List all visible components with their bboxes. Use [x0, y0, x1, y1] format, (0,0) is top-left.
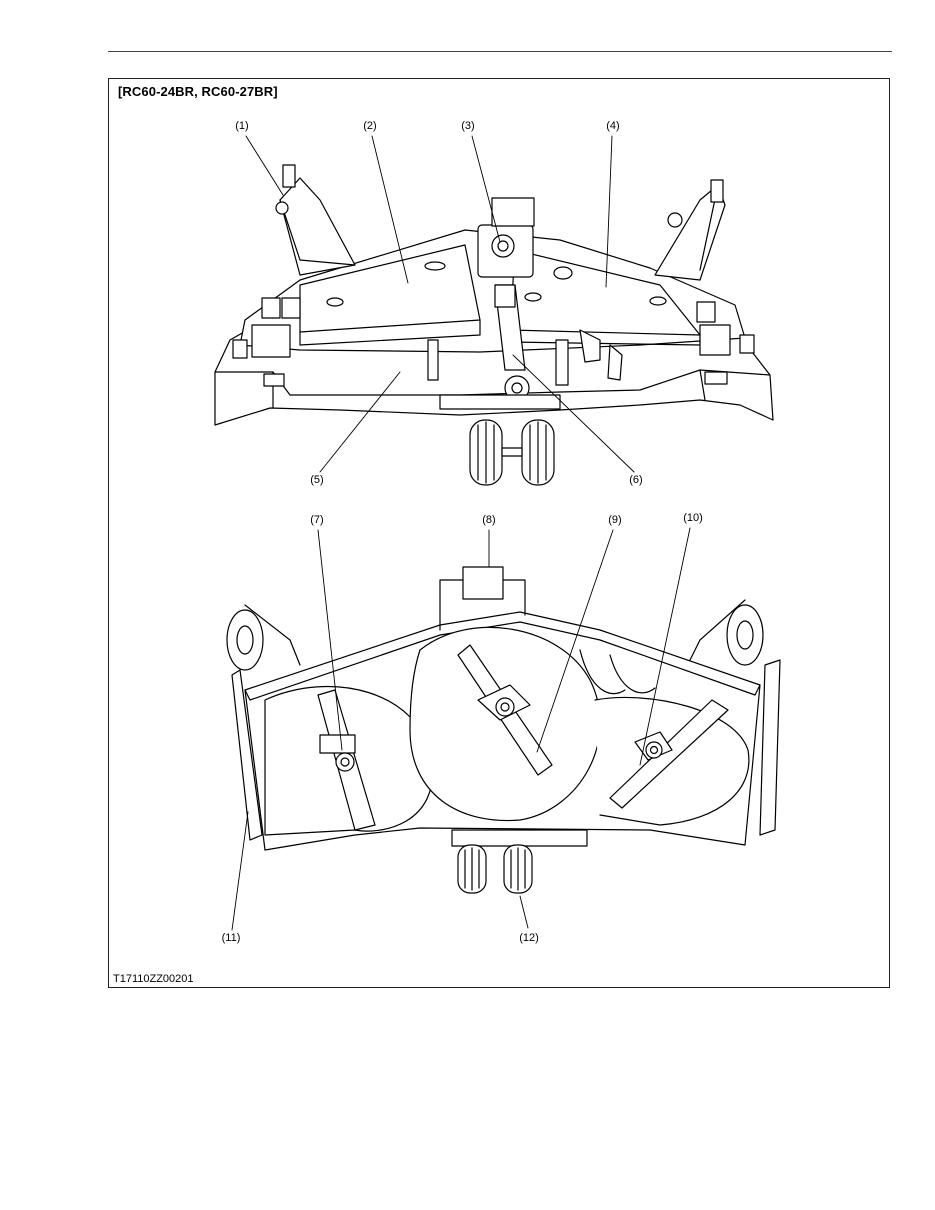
left-lift-arm	[280, 178, 355, 275]
pto-shaft-guard	[463, 567, 503, 599]
leader-lines-top	[246, 136, 634, 472]
callout-label-11: (11)	[221, 932, 241, 944]
callout-label-6: (6)	[629, 474, 643, 486]
right-mower-blade	[610, 700, 728, 808]
callout-label-12: (12)	[519, 932, 539, 944]
callout-label-10: (10)	[683, 512, 703, 524]
mower-deck-bottom-view	[227, 528, 780, 930]
figure-frame	[108, 78, 890, 988]
right-side-wheel	[727, 605, 763, 665]
callout-label-7: (7)	[310, 514, 324, 526]
left-side-wheel	[227, 610, 263, 670]
callout-label-9: (9)	[608, 514, 622, 526]
callout-label-1: (1)	[235, 120, 249, 132]
figure-title: [RC60-24BR, RC60-27BR]	[118, 84, 278, 99]
header-rule	[108, 51, 892, 52]
callout-label-4: (4)	[606, 120, 620, 132]
callout-label-5: (5)	[310, 474, 324, 486]
callout-label-8: (8)	[482, 514, 496, 526]
callout-label-2: (2)	[363, 120, 377, 132]
figure-code: T17110ZZ00201	[113, 973, 194, 985]
leader-lines-bottom	[232, 528, 690, 930]
left-side-skirt	[232, 670, 262, 840]
mower-deck-top-view	[215, 136, 773, 485]
callout-label-3: (3)	[461, 120, 475, 132]
